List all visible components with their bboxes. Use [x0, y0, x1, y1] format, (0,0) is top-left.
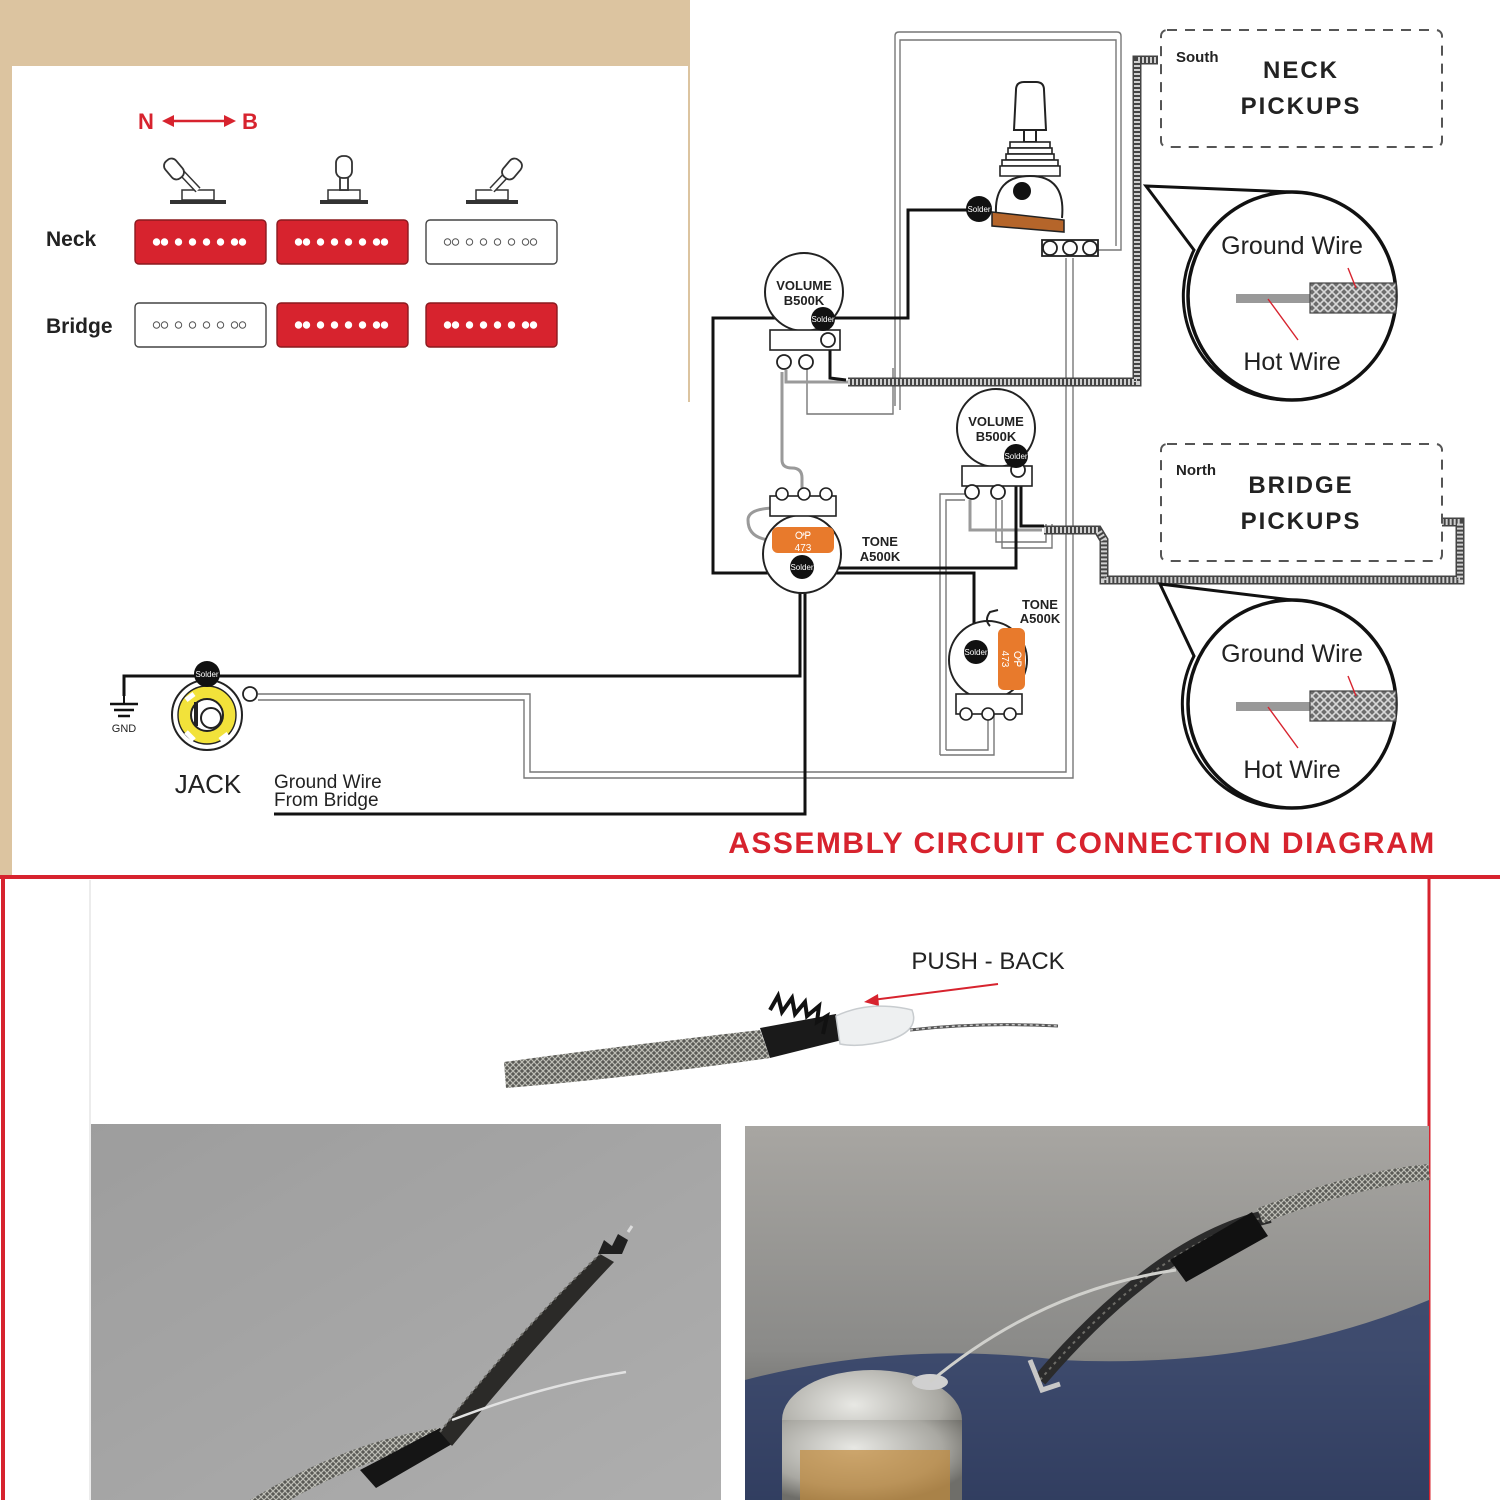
ground-from-bridge-line1: Ground Wire — [274, 772, 382, 793]
svg-text:ᎤᏢ: ᎤᏢ — [1011, 651, 1022, 667]
push-back-arrow — [864, 983, 999, 1006]
ground-icon: GND — [110, 696, 138, 735]
push-back-panel: PUSH - BACK — [0, 875, 1500, 1500]
tone-pot-neck: ᎤᏢ 473 Solder TONE A500K — [762, 487, 901, 594]
svg-text:473: 473 — [999, 651, 1010, 668]
svg-text:Solder: Solder — [1004, 452, 1027, 461]
svg-text:Hot Wire: Hot Wire — [1243, 756, 1340, 784]
pickup-neck-pos3-off — [425, 219, 558, 265]
svg-text:Solder: Solder — [964, 648, 987, 657]
svg-text:Solder: Solder — [967, 205, 990, 214]
bridge-pickups-box: North BRIDGE PICKUPS — [1160, 443, 1443, 562]
bridge-direction-label: B — [242, 109, 258, 134]
svg-text:A500K: A500K — [1020, 611, 1061, 626]
svg-text:South: South — [1176, 49, 1219, 66]
pickup-bridge-pos3-on — [425, 302, 558, 348]
output-jack: Solder JACK — [171, 661, 258, 799]
svg-text:GND: GND — [112, 723, 137, 735]
svg-text:Ground Wire: Ground Wire — [1221, 640, 1363, 668]
toggle-middle-position-icon — [320, 155, 368, 204]
toggle-bridge-position-icon — [466, 157, 523, 204]
bridge-row-label: Bridge — [46, 315, 113, 338]
svg-text:TONE: TONE — [1022, 597, 1058, 612]
shielded-cable-bridge — [1044, 517, 1465, 585]
neck-pickups-box: South NECK PICKUPS — [1160, 29, 1443, 148]
pickup-neck-pos2-on — [276, 219, 409, 265]
cable-detail-callout-bridge: Ground Wire Hot Wire — [1157, 582, 1398, 810]
svg-text:B500K: B500K — [976, 429, 1017, 444]
svg-text:B500K: B500K — [784, 293, 825, 308]
pickup-state-grid — [134, 219, 558, 348]
pickup-neck-pos1-on — [134, 219, 267, 265]
switch-position-chart: N B Neck Bridge — [46, 109, 558, 348]
tone-capacitor-neck: ᎤᏢ 473 — [772, 527, 834, 554]
svg-text:Solder: Solder — [811, 315, 834, 324]
diagram-title: ASSEMBLY CIRCUIT CONNECTION DIAGRAM — [728, 827, 1436, 860]
volume-pot-neck: VOLUME B500K Solder — [764, 252, 844, 370]
neck-row-label: Neck — [46, 228, 97, 251]
pushed-back-cable-photo — [504, 990, 1059, 1088]
jack-label: JACK — [175, 769, 242, 799]
svg-text:VOLUME: VOLUME — [968, 414, 1024, 429]
switch-solder-point: Solder — [966, 196, 992, 222]
svg-text:ᎤᏢ: ᎤᏢ — [795, 531, 811, 542]
svg-text:A500K: A500K — [860, 549, 901, 564]
cable-detail-callout-neck: Ground Wire Hot Wire — [1142, 184, 1398, 402]
svg-text:Hot Wire: Hot Wire — [1243, 348, 1340, 376]
svg-text:North: North — [1176, 462, 1216, 479]
shielded-cable-neck — [848, 55, 1158, 387]
photo-soldered-pot — [745, 1126, 1430, 1500]
svg-text:473: 473 — [795, 543, 812, 554]
photo-stripped-cable — [91, 1124, 721, 1500]
volume-pot-bridge: VOLUME B500K Solder — [956, 388, 1036, 500]
svg-text:Ground Wire: Ground Wire — [1221, 232, 1363, 260]
neck-direction-label: N — [138, 109, 154, 134]
svg-text:Solder: Solder — [790, 563, 813, 572]
pickup-bridge-pos2-on — [276, 302, 409, 348]
ground-from-bridge-line2: From Bridge — [274, 790, 379, 811]
svg-text:PICKUPS: PICKUPS — [1241, 93, 1362, 120]
svg-text:VOLUME: VOLUME — [776, 278, 832, 293]
toggle-neck-position-icon — [163, 157, 226, 204]
svg-text:TONE: TONE — [862, 534, 898, 549]
three-way-switch: Solder — [966, 81, 1099, 257]
tone-pot-bridge: ᎤᏢ 473 Solder TONE A500K — [948, 597, 1061, 721]
svg-text:PICKUPS: PICKUPS — [1241, 508, 1362, 535]
pickup-bridge-pos1-off — [134, 302, 267, 348]
tone-capacitor-bridge: ᎤᏢ 473 — [998, 628, 1025, 690]
switch-lugs — [1041, 239, 1099, 257]
direction-arrow — [162, 115, 236, 127]
push-back-label: PUSH - BACK — [911, 948, 1064, 975]
svg-text:Solder: Solder — [195, 670, 218, 679]
svg-text:BRIDGE: BRIDGE — [1248, 472, 1353, 499]
black-wires — [122, 208, 1044, 816]
wiring-diagram: Solder VOLUME B500K Solder VOLUME B500K … — [110, 29, 1465, 860]
svg-text:NECK: NECK — [1263, 57, 1339, 84]
grey-inner-wires — [746, 370, 1042, 542]
